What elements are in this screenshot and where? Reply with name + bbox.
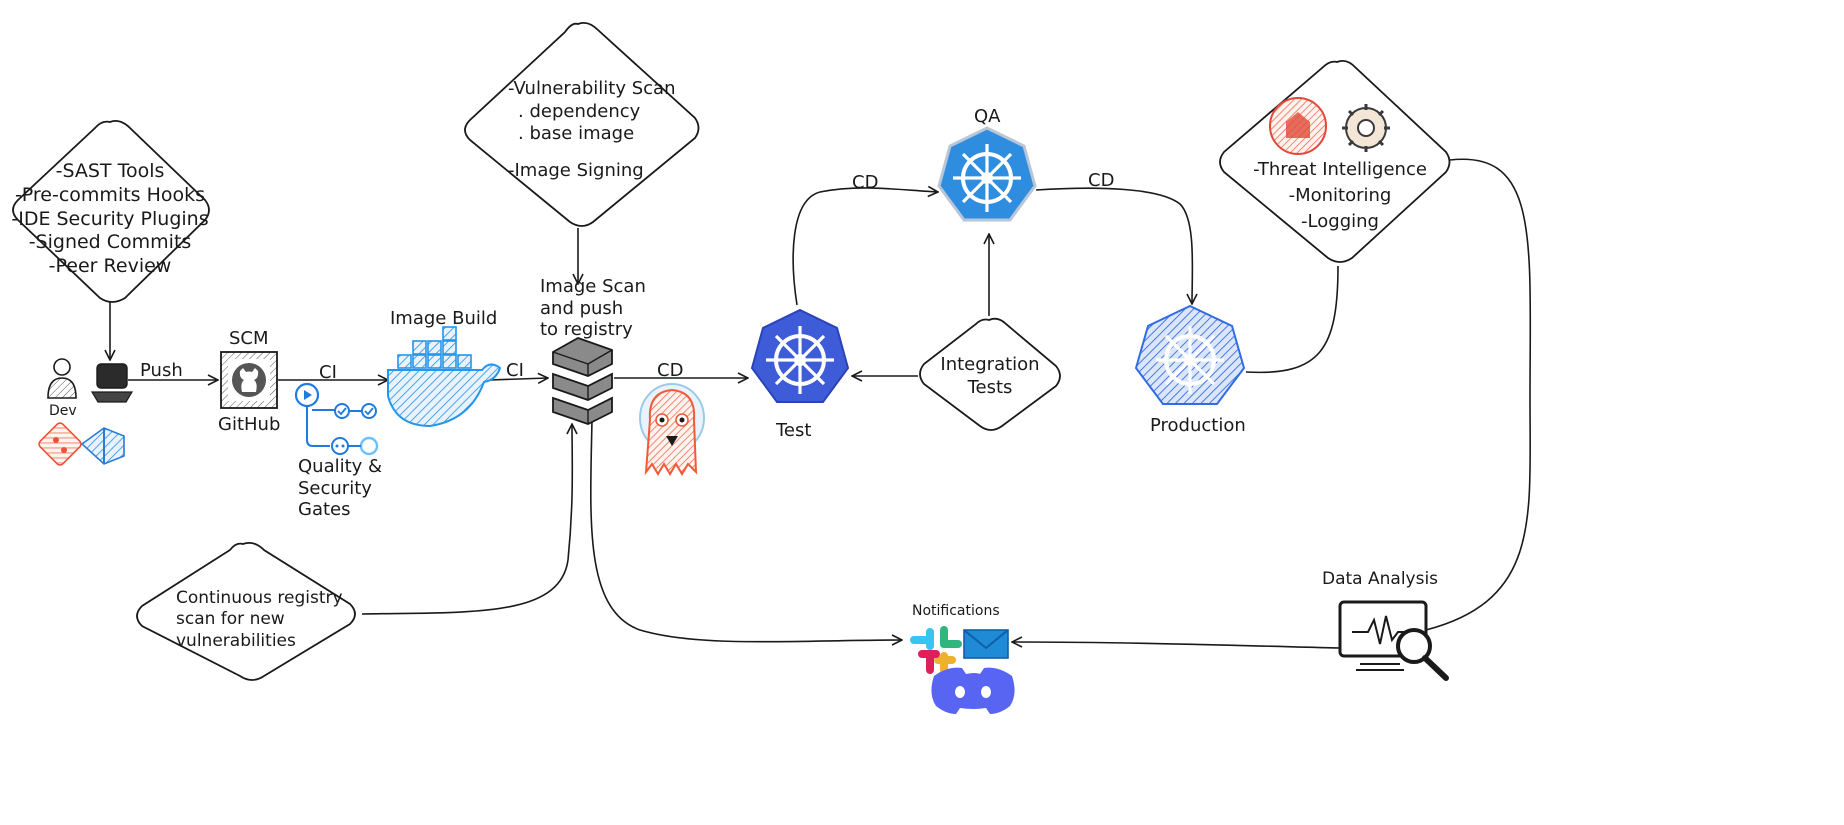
registry-label: Image Scan and push to registry xyxy=(540,276,646,341)
integration-tests-diamond xyxy=(919,317,1061,431)
registry-scan-label: Continuous registry scan for new vulnera… xyxy=(176,588,356,652)
image-security-diamond xyxy=(464,21,700,227)
dev-tools-item: -IDE Security Plugins xyxy=(11,207,209,230)
edge-registry-to-notifications xyxy=(589,419,902,642)
monitoring-item: -Monitoring xyxy=(1288,185,1392,207)
edge-label-ci-2: CI xyxy=(506,360,524,381)
dev-user-icon xyxy=(47,358,77,399)
edge-ci-2 xyxy=(489,378,548,380)
slack-icon xyxy=(910,626,962,674)
dev-label: Dev xyxy=(49,403,77,419)
monitoring-list: -Threat Intelligence -Monitoring -Loggin… xyxy=(1230,157,1450,235)
edge-monitoring-to-analysis xyxy=(1425,158,1532,631)
kubernetes-test-icon xyxy=(750,308,850,403)
image-build-label: Image Build xyxy=(390,308,498,329)
github-icon xyxy=(220,351,278,409)
quality-gates-line: Quality & xyxy=(298,456,383,477)
vscode-icon xyxy=(80,427,125,465)
registry-scan-diamond xyxy=(136,541,356,681)
edge-production-to-monitoring xyxy=(1245,265,1339,374)
email-icon xyxy=(963,629,1009,659)
edge-label-ci-1: CI xyxy=(319,362,337,383)
dev-tools-item: -Signed Commits xyxy=(28,231,192,254)
docker-whale-icon xyxy=(387,326,502,428)
registry-scan-line: vulnerabilities xyxy=(176,630,296,651)
github-label: GitHub xyxy=(218,414,281,435)
edge-registryscan-to-registry xyxy=(361,424,572,615)
edge-cd-2 xyxy=(792,188,938,306)
image-security-item: . dependency xyxy=(518,100,641,122)
monitoring-item: -Threat Intelligence xyxy=(1253,159,1427,180)
monitoring-item: -Logging xyxy=(1301,211,1379,233)
notifications-label: Notifications xyxy=(912,603,1000,619)
data-analysis-label: Data Analysis xyxy=(1322,569,1439,589)
grafana-icon xyxy=(1269,97,1327,155)
dev-tools-item: -Pre-commits Hooks xyxy=(14,183,206,206)
edge-cd-3 xyxy=(1035,187,1192,304)
quality-gates-line: Gates xyxy=(298,499,351,521)
dev-tools-diamond xyxy=(12,119,210,303)
kubernetes-qa-icon xyxy=(937,126,1037,222)
image-security-list: -Vulnerability Scan . dependency . base … xyxy=(508,78,678,182)
edge-label-cd-1: CD xyxy=(657,360,684,381)
quality-gates-line: Security xyxy=(298,477,372,499)
integration-line: Tests xyxy=(967,376,1013,398)
integration-line: Integration xyxy=(940,354,1040,375)
image-security-item: -Image Signing xyxy=(508,159,644,181)
registry-scan-line: Continuous registry xyxy=(176,588,343,608)
image-security-item xyxy=(508,146,678,160)
test-label: Test xyxy=(776,420,812,441)
server-stack-icon xyxy=(552,337,613,425)
image-security-item: -Vulnerability Scan xyxy=(508,78,676,99)
monitor-magnifier-icon xyxy=(1338,600,1449,681)
edge-analysis-to-notifications xyxy=(1012,642,1341,649)
qa-label: QA xyxy=(974,106,1001,127)
quality-gates-label: Quality & Security Gates xyxy=(298,456,382,521)
registry-scan-line: scan for new xyxy=(176,609,285,630)
registry-line: and push xyxy=(540,297,624,319)
edge-label-cd-2: CD xyxy=(852,172,879,193)
helm-gear-icon xyxy=(1342,104,1390,152)
edge-label-push: Push xyxy=(140,360,183,381)
registry-line: to registry xyxy=(540,319,633,341)
argo-octopus-icon xyxy=(639,383,705,476)
quality-gates-icon xyxy=(294,382,379,456)
git-icon xyxy=(38,422,82,466)
scm-title: SCM xyxy=(229,328,269,349)
integration-tests-label: Integration Tests xyxy=(930,354,1050,399)
laptop-icon xyxy=(90,363,134,403)
production-label: Production xyxy=(1150,415,1246,436)
dev-tools-item: -Peer Review xyxy=(48,255,172,277)
discord-icon xyxy=(931,667,1015,714)
dev-tools-list: -SAST Tools -Pre-commits Hooks -IDE Secu… xyxy=(10,160,210,279)
edge-label-cd-3: CD xyxy=(1088,170,1115,191)
dev-tools-item: -SAST Tools xyxy=(55,160,165,182)
image-security-item: . base image xyxy=(518,123,635,144)
kubernetes-production-icon xyxy=(1134,304,1246,405)
registry-line: Image Scan xyxy=(540,276,646,297)
